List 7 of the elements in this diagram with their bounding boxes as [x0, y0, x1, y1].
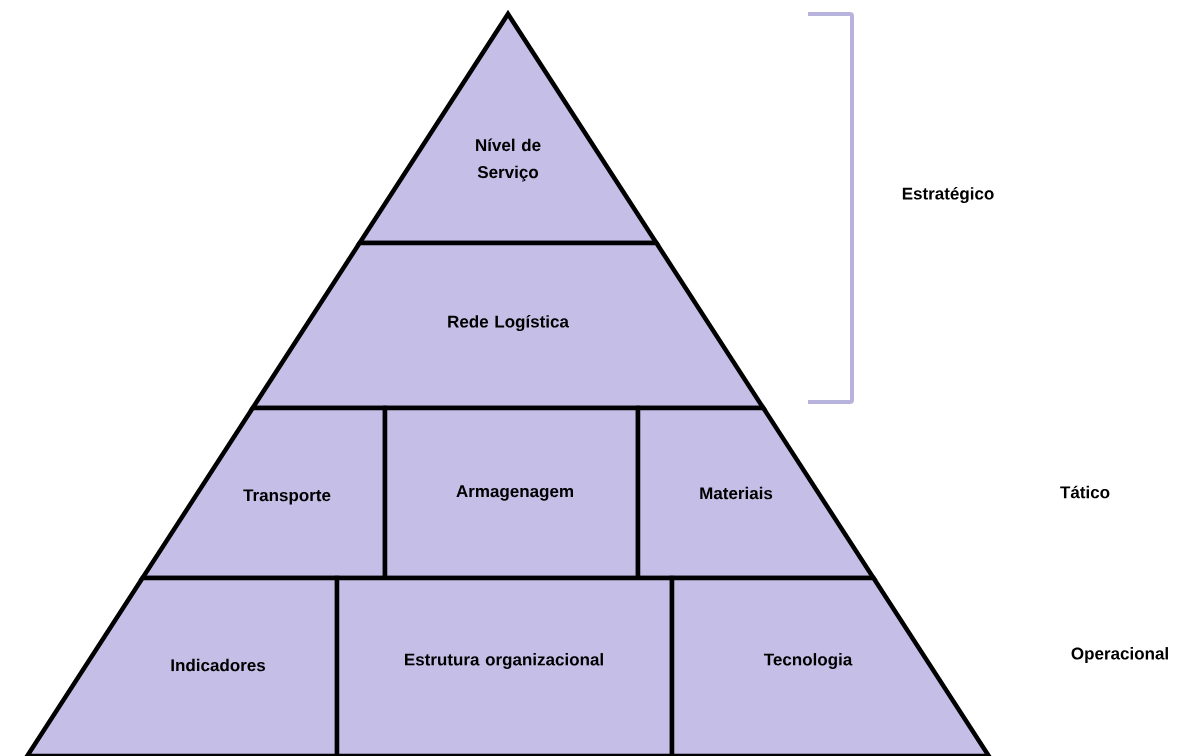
pyramid-cell: Estrutura organizacional	[334, 575, 675, 756]
pyramid-cell: Tecnologia	[669, 575, 993, 756]
pyramid-cell: Armagenagem	[382, 405, 641, 581]
pyramid-cell: Materiais	[635, 405, 878, 581]
level-label: Estratégico	[902, 186, 994, 204]
level-label: Tático	[1060, 485, 1110, 499]
level-label: Operacional	[1071, 647, 1168, 663]
